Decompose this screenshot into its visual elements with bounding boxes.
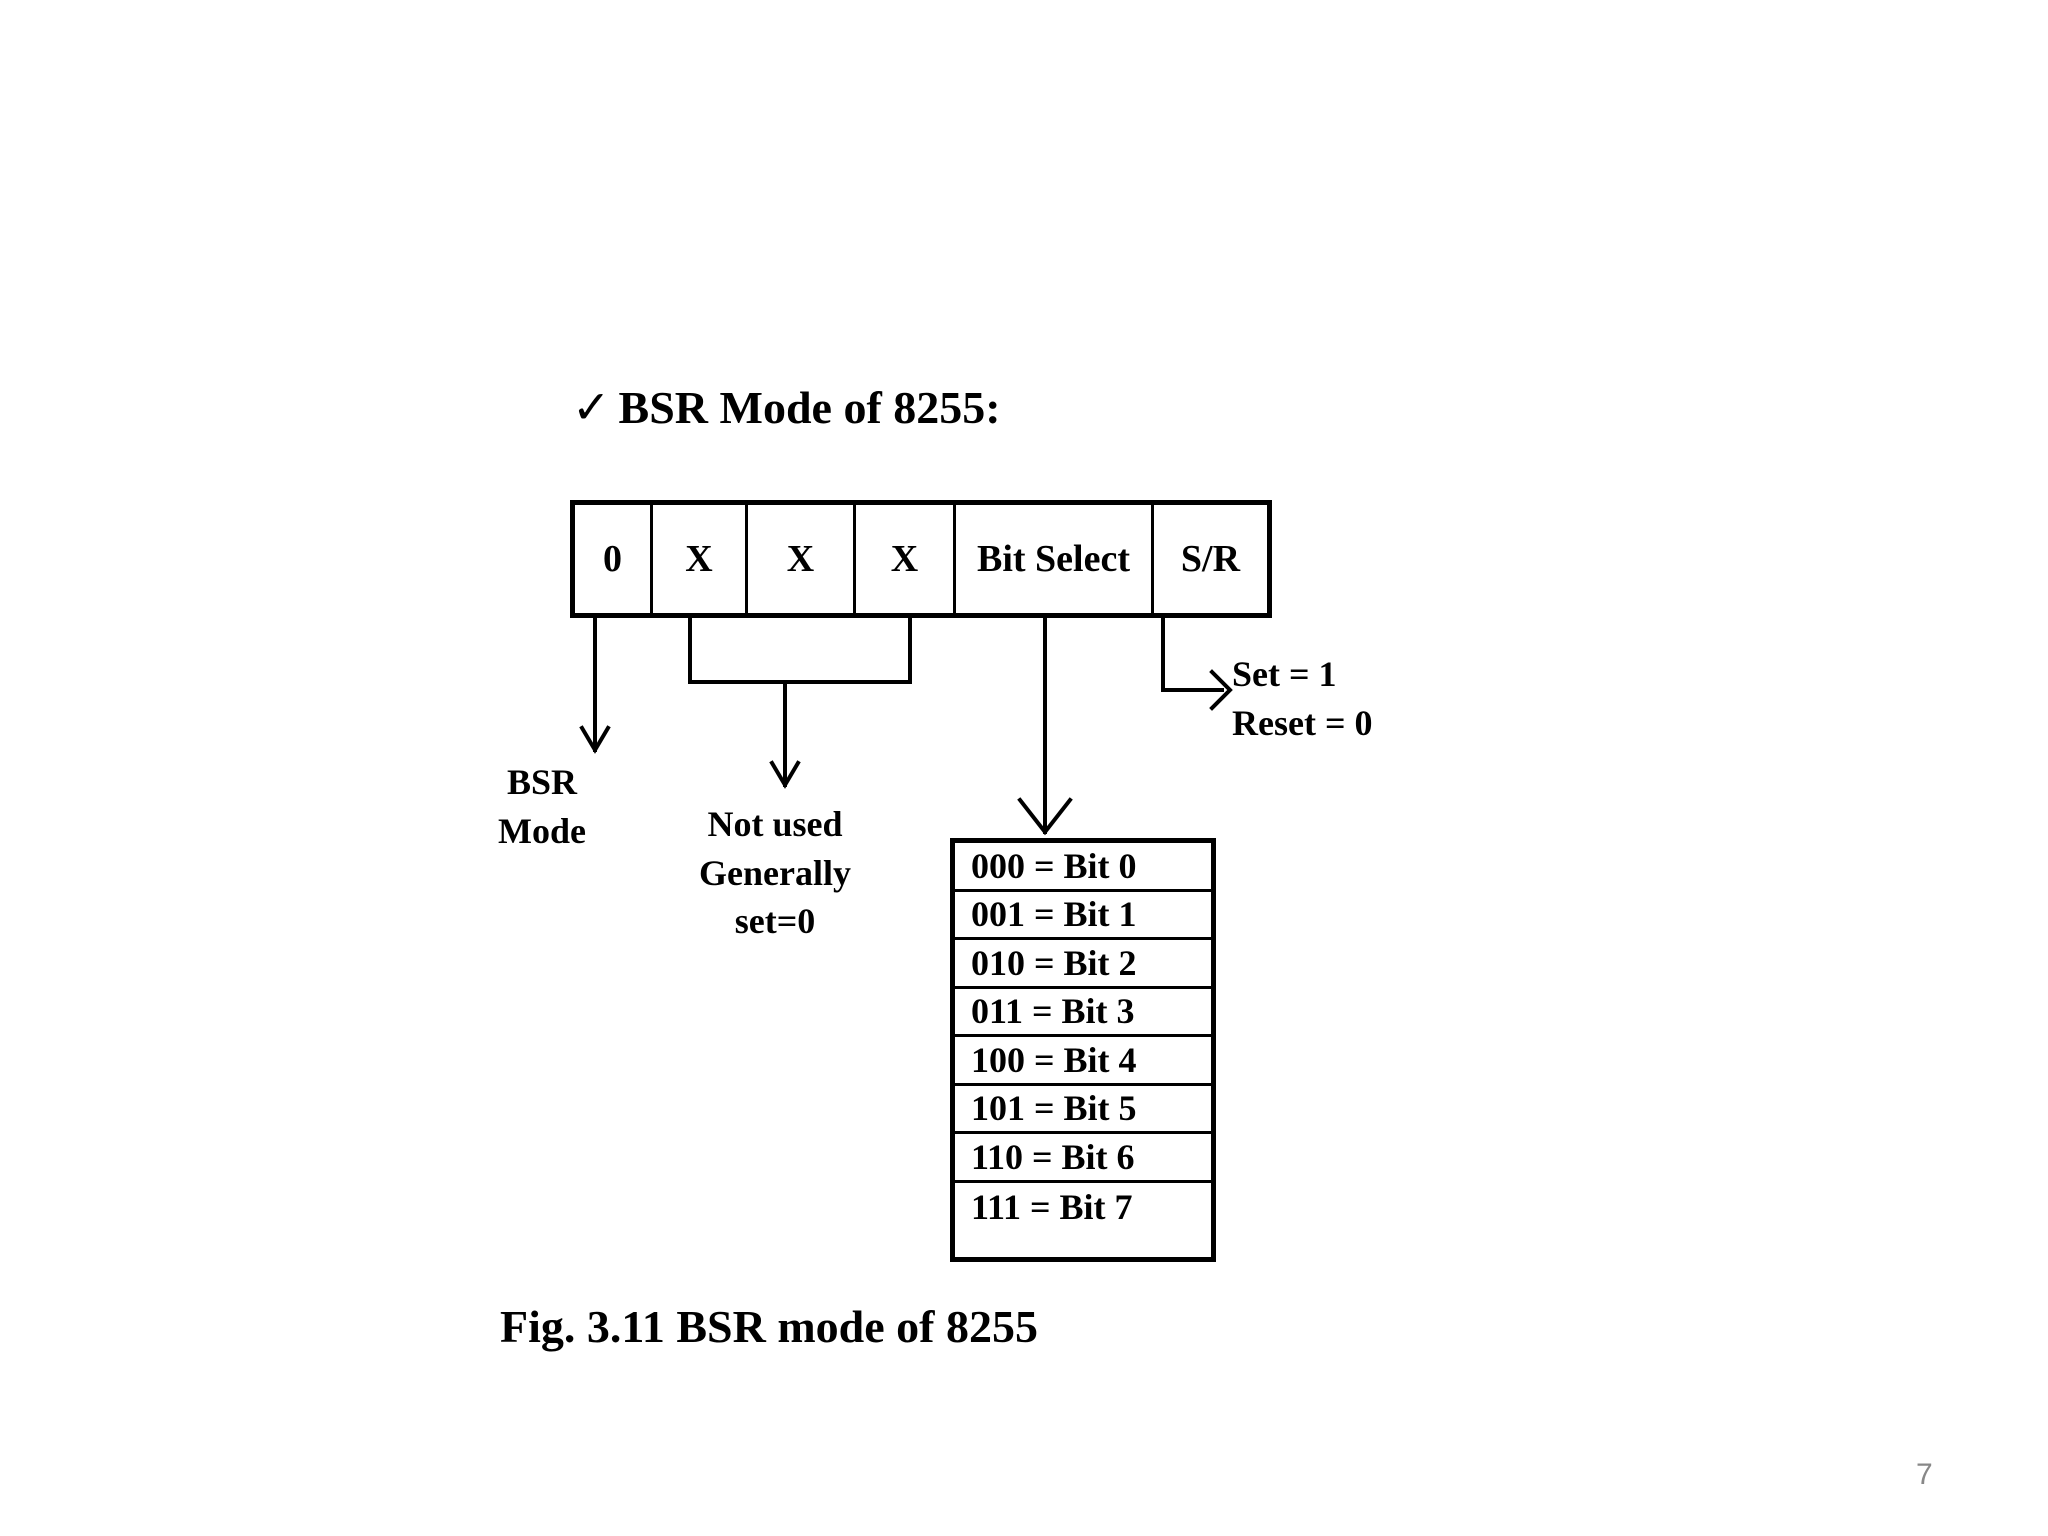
not-used-label-line-1: Not used [707,804,843,844]
figure-caption: Fig. 3.11 BSR mode of 8255 [500,1301,1038,1352]
bit-select-arrow-head [1017,797,1073,836]
bit-select-row-0: 000 = Bit 0 [955,843,1211,892]
page-number: 7 [1916,1458,1933,1491]
not-used-label-line-2: Generally [699,852,851,893]
not-used-label-line-3: set=0 [734,901,816,942]
bsr-arrow-head [579,725,611,754]
bit-select-row-5: 101 = Bit 5 [955,1086,1211,1134]
control-word-register: 0 X X X Bit Select S/R [570,500,1272,618]
bsr-mode-label-line-1: BSR [506,762,578,802]
not-used-arrow-head [769,760,801,789]
set-reset-arrow-line [1161,616,1224,692]
bit-select-row-2: 010 = Bit 2 [955,940,1211,989]
register-cell-bit-select: Bit Select [956,505,1154,613]
checkmark-icon: ✓ [572,382,611,433]
not-used-label: Not used Generally set=0 [675,800,875,946]
register-cell-set-reset: S/R [1180,538,1241,580]
bit-select-row-7: 111 = Bit 7 [971,1186,1133,1227]
set-reset-label: Set = 1 Reset = 0 [1232,650,1372,747]
set-label: Set = 1 [1232,654,1337,694]
bsr-mode-label-line-2: Mode [498,810,586,851]
bit-select-table: 000 = Bit 0 001 = Bit 1 010 = Bit 2 011 … [950,838,1216,1262]
set-reset-arrow-head [1209,669,1233,711]
register-cell-d6: X [653,505,748,613]
heading-text: BSR Mode of 8255: [618,382,1001,433]
bit-select-row-6: 110 = Bit 6 [955,1134,1211,1183]
slide-heading: ✓BSR Mode of 8255: [572,380,1001,434]
not-used-bracket [688,616,912,684]
bit-select-row-1: 001 = Bit 1 [955,892,1211,940]
register-cell-d4: X [856,505,956,613]
register-cell-d7: 0 [575,505,653,613]
bit-select-row-4: 100 = Bit 4 [955,1037,1211,1086]
reset-label: Reset = 0 [1232,702,1373,743]
bsr-mode-label: BSR Mode [472,758,612,855]
bit-select-row-3: 011 = Bit 3 [955,989,1211,1037]
register-cell-d5: X [748,505,856,613]
